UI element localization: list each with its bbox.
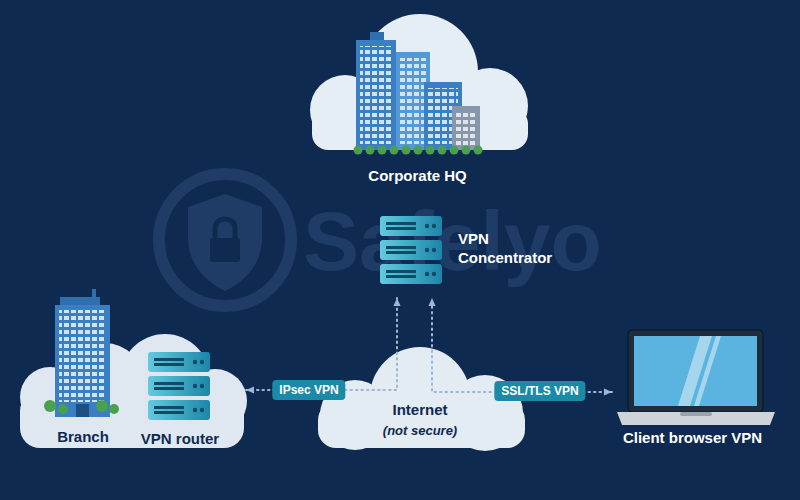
tree [414,146,423,155]
office-cloud: Corporate HQ [300,8,535,193]
watermark-shackle [215,219,235,238]
tree [44,400,56,412]
node-title: VPN Concentrator [458,229,578,267]
building-windows [455,111,477,145]
branch-trees [44,400,119,414]
laptop-base [617,412,775,425]
tree [96,400,108,412]
laptop-frame [628,330,763,412]
building [55,305,110,417]
connection-label: IPsec VPN [272,380,345,400]
hq-buildings [356,32,480,150]
tree [58,404,68,414]
building-door [76,404,89,417]
tree [390,146,399,155]
laptop-screen [634,336,757,406]
tree [354,146,363,155]
branch-cloud: BranchVPN router [15,295,250,450]
building [356,40,396,150]
tree [474,146,483,155]
watermark: Safelyo [303,196,602,286]
cloud-base [312,108,528,150]
building-roof [370,32,384,42]
node-title: Client browser VPN [600,428,785,447]
building-windows [428,88,458,144]
screen-glare [694,336,721,406]
concentrator-server-icon [380,216,442,284]
tree [450,146,459,155]
cloud-outline [300,8,535,193]
laptop-icon [617,330,775,425]
antenna [92,289,96,298]
tree [402,146,411,155]
building-windows [400,58,426,144]
building [396,52,430,150]
watermark-lock [210,238,240,262]
node-title: Internet [305,400,535,419]
tree [438,146,447,155]
client-laptop: Client browser VPN [612,325,787,450]
building [424,82,462,150]
building-windows [59,310,106,402]
building-roof [60,297,100,307]
node-title: VPN router [128,429,232,448]
router-server-icon [148,352,210,420]
vpn-tunnel-connector [246,298,397,390]
cloud-outline [15,295,250,450]
branch-building [55,289,110,417]
vpn-concentrator: VPN Concentrator [378,212,578,298]
tree [426,146,435,155]
building-windows [360,46,392,144]
screen-glare [678,336,712,406]
vpn-router: VPN router [128,350,246,445]
tree [109,404,119,414]
node-title: Corporate HQ [300,166,535,185]
cloud-shape [20,334,247,448]
tree [462,146,471,155]
watermark-shield [188,194,262,291]
laptop-notch [680,412,712,416]
building [452,106,480,150]
tree [378,146,387,155]
watermark-ring [159,174,291,306]
node-note: (not secure) [305,423,535,439]
vpn-tunnel-connector [432,298,612,392]
node-title: Branch [33,427,133,446]
hq-trees [354,146,483,155]
connection-label: SSL/TLS VPN [494,381,585,401]
cloud-base [20,391,244,448]
cloud-shape [310,14,528,150]
tree [366,146,375,155]
